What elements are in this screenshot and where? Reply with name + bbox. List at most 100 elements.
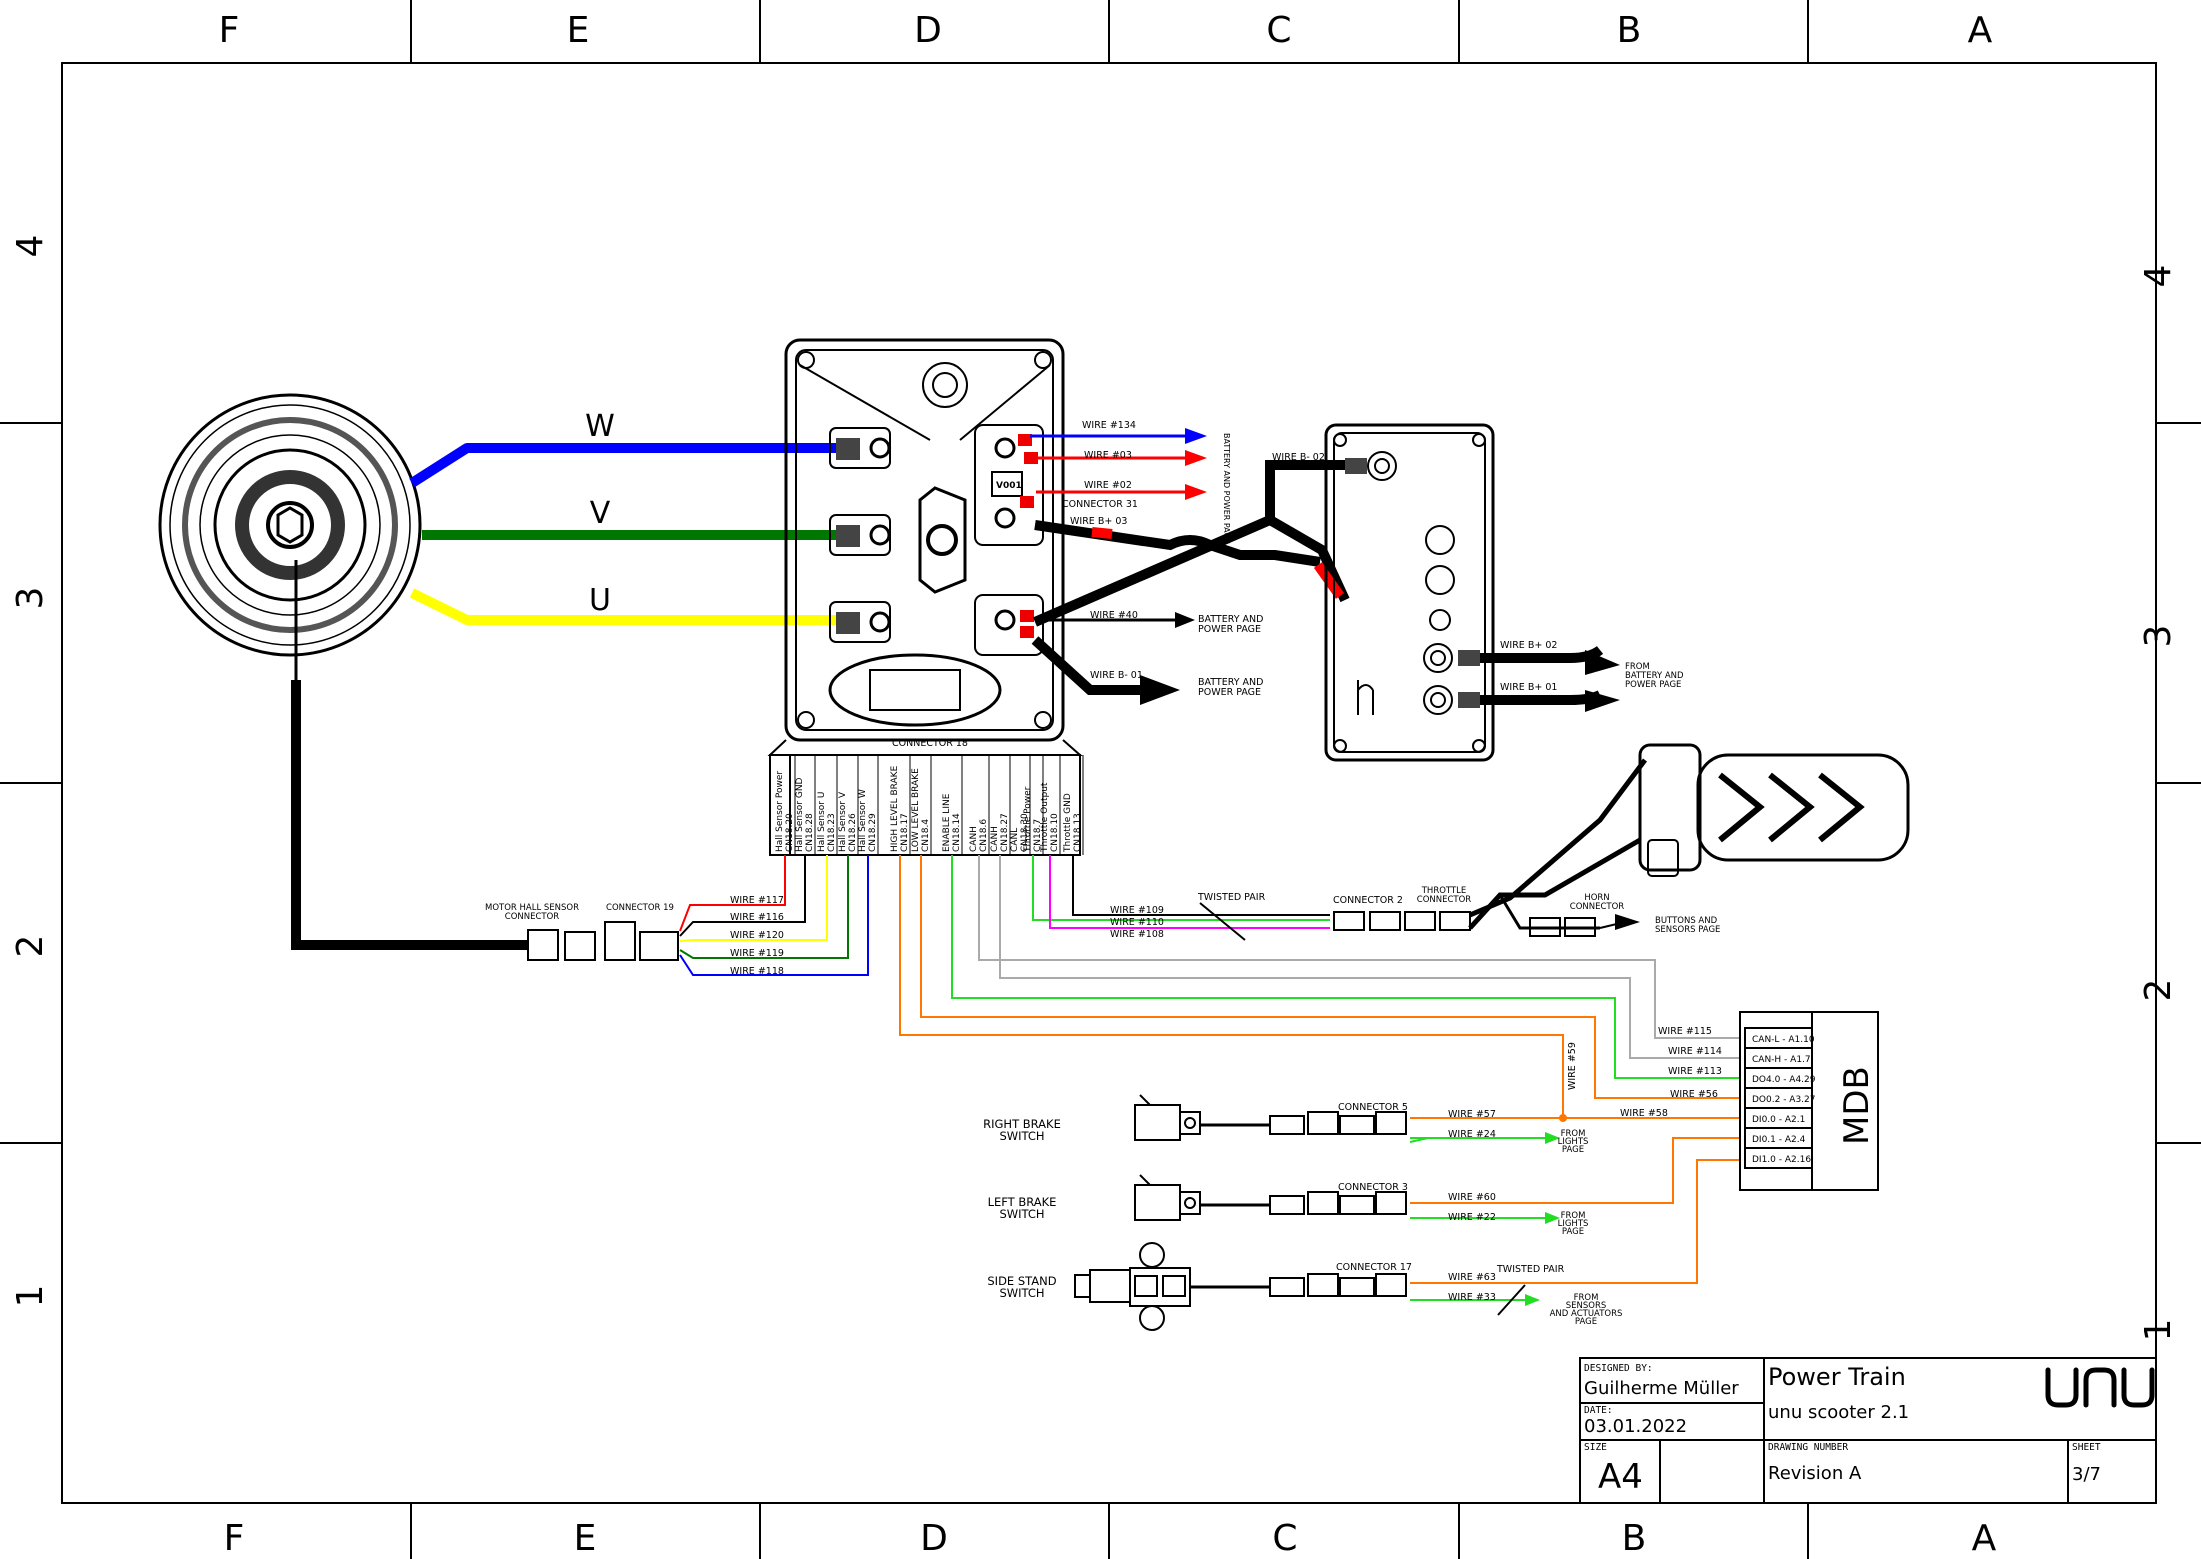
date-value: 03.01.2022 [1584,1416,1687,1437]
wire-114-label: WIRE #114 [1668,1046,1722,1057]
pin-number-2: CN18.23 [827,813,837,852]
battery-wires [1345,458,1620,712]
stand-from-1: FROM [1574,1293,1599,1303]
title-block [1579,1357,2157,1504]
connector-17-label: CONNECTOR 17 [1336,1262,1412,1273]
wire-134-label: WIRE #134 [1082,420,1136,431]
mdb-pin-2: DO4.0 - A4.29 [1752,1075,1816,1085]
connector-31-label: CONNECTOR 31 [1062,499,1138,510]
from-battery-3: POWER PAGE [1625,680,1681,690]
wire-33-label: WIRE #33 [1448,1292,1496,1303]
wire-115-label: WIRE #115 [1658,1026,1712,1037]
hall-signal-wires [679,855,869,976]
wire-24-label: WIRE #24 [1448,1129,1496,1140]
col-bot-0: F [224,1518,245,1559]
pin-name-0: Hall Sensor Power [775,771,785,852]
row-left-2: 2 [10,935,51,958]
dest-battery-2: POWER PAGE [1198,624,1261,635]
buttons-page-label-1: BUTTONS AND [1655,916,1718,926]
unu-logo [2045,1367,2155,1408]
throttle-wires [1032,758,1647,941]
pin-number-13: CN18.13 [1073,813,1083,852]
col-bot-3: C [1272,1518,1297,1559]
pin-number-9: CN18.27 [1000,813,1010,852]
row-left-3: 1 [10,1285,51,1308]
stand-from-4: PAGE [1575,1317,1597,1327]
throttle-conn-label-1: THROTTLE [1421,886,1467,896]
wire-03-label: WIRE #03 [1084,450,1132,461]
wire-59-label: WIRE #59 [1567,1042,1578,1090]
throttle-conn-label-2: CONNECTOR [1417,895,1472,905]
col-top-0: F [219,10,240,51]
pin-number-3: CN18.26 [848,813,858,852]
date-label: DATE: [1584,1405,1613,1416]
wire-117-label: WIRE #117 [730,895,784,906]
pin-name-7: ENABLE LINE [942,793,952,852]
connector-19-label: CONNECTOR 19 [606,903,674,913]
stand-label-1: SIDE STAND [987,1274,1056,1288]
throttle-grip-icon [1638,743,1910,877]
row-right-0: 4 [2138,265,2179,288]
hall-connector-icon [527,921,679,961]
pin-name-10: CANL [1010,828,1020,852]
wire-108-label: WIRE #108 [1110,929,1164,940]
revision-value: Revision A [1768,1463,1862,1484]
mdb-wires [899,855,1740,1316]
sheet-value: 3/7 [2072,1464,2101,1485]
hall-conn-label-2: CONNECTOR [505,912,560,922]
right-from-2: LIGHTS [1558,1137,1589,1147]
wire-63-label: WIRE #63 [1448,1272,1496,1283]
col-top-4: B [1617,10,1642,51]
phase-label-u: U [589,583,611,618]
col-bot-1: E [574,1518,597,1559]
mdb-pin-6: DI1.0 - A2.16 [1752,1155,1811,1165]
pin-name-3: Hall Sensor V [838,791,848,852]
pin-name-9: CANH [990,826,1000,852]
col-bot-4: B [1622,1518,1647,1559]
col-top-2: D [914,10,942,51]
pin-number-7: CN18.14 [952,813,962,852]
connector-3-label: CONNECTOR 3 [1338,1182,1408,1193]
wire-60-label: WIRE #60 [1448,1192,1496,1203]
pin-name-11: Throttle Power [1023,786,1033,853]
mdb-pin-3: DO0.2 - A3.27 [1752,1095,1816,1105]
pin-number-4: CN18.29 [868,813,878,852]
mdb-box [1739,1011,1879,1191]
wire-118-label: WIRE #118 [730,966,784,977]
pin-name-5: HIGH LEVEL BRAKE [890,765,900,852]
wire-02-label: WIRE #02 [1084,480,1132,491]
col-top-1: E [567,10,590,51]
pin-name-8: CANH [969,826,979,852]
wire-109-label: WIRE #109 [1110,905,1164,916]
right-brake-label-1: RIGHT BRAKE [983,1117,1061,1131]
wire-116-label: WIRE #116 [730,912,784,923]
twisted-pair-label-1: TWISTED PAIR [1197,892,1266,903]
drawing-number-label: DRAWING NUMBER [1768,1442,1848,1453]
left-brake-label-1: LEFT BRAKE [988,1195,1057,1209]
pin-name-12: Throttle Output [1040,782,1050,853]
left-from-2: LIGHTS [1558,1219,1589,1229]
motor-icon [158,393,422,680]
horn-conn-label-2: CONNECTOR [1570,902,1625,912]
connector-5-label: CONNECTOR 5 [1338,1102,1408,1113]
from-battery-2: BATTERY AND [1625,671,1684,681]
pin-number-8: CN18.6 [979,819,989,852]
battery-box-icon [1324,423,1495,762]
stand-label-2: SWITCH [999,1286,1044,1300]
row-right-3: 1 [2138,1319,2179,1342]
pin-name-2: Hall Sensor U [817,792,827,852]
pin-number-6: CN18.4 [921,819,931,852]
dest-battery-4: POWER PAGE [1198,687,1261,698]
wire-113-label: WIRE #113 [1668,1066,1722,1077]
pin-number-12: CN18.10 [1050,813,1060,852]
pin-number-10: CN18.30 [1020,813,1030,852]
wire-57-label: WIRE #57 [1448,1109,1496,1120]
left-from-1: FROM [1561,1211,1586,1221]
size-value: A4 [1598,1457,1643,1497]
wire-bp2-label: WIRE B+ 02 [1500,640,1557,651]
connector-18-table [769,754,1081,856]
wire-120-label: WIRE #120 [730,930,784,941]
phase-label-w: W [585,409,615,444]
